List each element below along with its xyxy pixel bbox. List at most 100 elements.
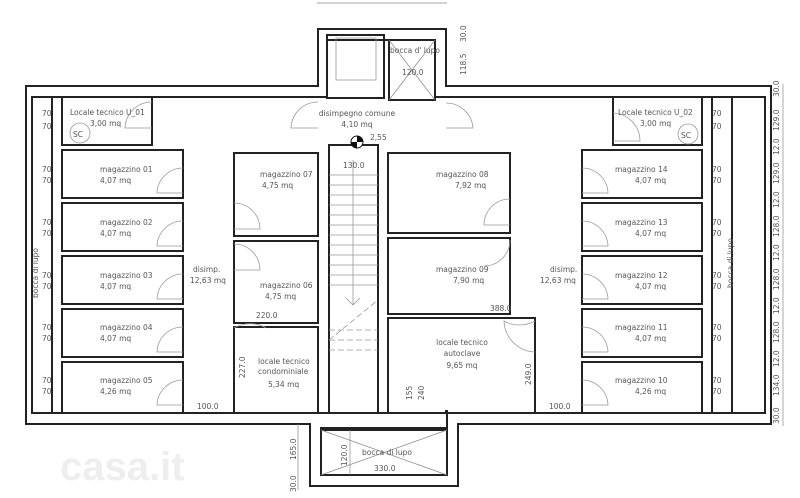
right-dimensions: 30.0 129.0 12.0 129.0 12.0 128.0 12.0 12… — [772, 80, 781, 424]
room-name: Locale tecnico U_01 — [70, 108, 145, 117]
room-locale-tecnico-u02 — [612, 96, 703, 146]
room-area: 4,75 mq — [262, 181, 293, 190]
bocca-top-label: bocca d' lupo — [390, 46, 440, 55]
room-magazzino-01 — [61, 149, 184, 199]
room-name: magazzino 12 — [615, 271, 668, 280]
room-name: magazzino 06 — [260, 281, 313, 290]
right-magazzini — [581, 149, 703, 414]
door-icon — [124, 101, 153, 129]
window-dim: 70 — [712, 229, 722, 238]
window-dim: 70 — [42, 334, 52, 343]
right-window-dims: 70 70 70 70 70 70 70 70 70 70 70 70 — [712, 109, 722, 396]
dim-right: 30.0 — [772, 407, 781, 424]
dim-top-b: 118.5 — [459, 53, 468, 75]
bocca-top-box — [388, 39, 436, 101]
sc-label: SC — [73, 130, 83, 139]
dim-corridor-left: 100.0 — [197, 402, 219, 411]
room-area: 12,63 mq — [190, 276, 226, 285]
room-magazzino-06 — [233, 240, 319, 324]
dim-right: 12.0 — [772, 138, 781, 155]
room-area: 4,07 mq — [635, 282, 666, 291]
room-name: magazzino 10 — [615, 376, 668, 385]
sc-label: SC — [681, 131, 691, 140]
bocca-right-label: bocca di lupo — [726, 238, 735, 288]
window-dim: 70 — [712, 387, 722, 396]
window-dim: 70 — [712, 282, 722, 291]
bocca-left-label: bocca di lupo — [31, 248, 40, 298]
window-dim: 70 — [42, 271, 52, 280]
dim-bottom-b: 30.0 — [289, 475, 298, 492]
window-dim: 70 — [712, 334, 722, 343]
room-name: magazzino 02 — [100, 218, 153, 227]
room-name: magazzino 03 — [100, 271, 153, 280]
room-area: 4,26 mq — [635, 387, 666, 396]
room-area: 4,10 mq — [341, 120, 372, 129]
stair-steps — [329, 160, 378, 306]
room-name: condominiale — [258, 367, 309, 376]
dim-right: 129.0 — [772, 162, 781, 184]
room-area: 3,00 mq — [640, 119, 671, 128]
room-locale-tecnico-condominiale — [233, 326, 319, 414]
room-area: 4,75 mq — [265, 292, 296, 301]
dim-right: 128.0 — [772, 215, 781, 237]
dim-top-a: 30.0 — [459, 25, 468, 42]
room-magazzino-10 — [581, 361, 703, 414]
room-name: magazzino 05 — [100, 376, 153, 385]
dim-cond-height: 227.0 — [238, 356, 247, 378]
dim-bottom-a: 165.0 — [289, 438, 298, 460]
room-name: magazzino 01 — [100, 165, 153, 174]
left-window-dims: 70 70 70 70 70 70 70 70 70 70 70 70 — [42, 109, 52, 396]
window-dim: 70 — [42, 176, 52, 185]
room-area: 5,34 mq — [268, 380, 299, 389]
room-area: 7,90 mq — [453, 276, 484, 285]
window-dim: 70 — [712, 109, 722, 118]
dim-right: 12.0 — [772, 350, 781, 367]
dim-auto-height: 249.0 — [524, 363, 533, 385]
room-area: 12,63 mq — [540, 276, 576, 285]
window-dim: 70 — [42, 165, 52, 174]
window-dim: 70 — [42, 122, 52, 131]
room-magazzino-14 — [581, 149, 703, 199]
window-dim: 70 — [712, 218, 722, 227]
bocca-top-dim: 120.0 — [402, 68, 424, 77]
window-dim: 70 — [42, 323, 52, 332]
dim-right: 12.0 — [772, 297, 781, 314]
window-dim: 70 — [42, 218, 52, 227]
bocca-bottom-cross — [320, 429, 448, 476]
room-name: autoclave — [444, 349, 481, 358]
door-icon — [233, 202, 267, 329]
door-icon — [483, 198, 536, 353]
dim-corridor-right: 100.0 — [549, 402, 571, 411]
dim-right: 12.0 — [772, 244, 781, 261]
window-dim: 70 — [42, 229, 52, 238]
dim-right: 129.0 — [772, 109, 781, 131]
room-magazzino-03 — [61, 255, 184, 305]
stair-cut-line — [328, 299, 379, 351]
dim-right: 128.0 — [772, 321, 781, 343]
window-dim: 70 — [712, 271, 722, 280]
bocca-top-cross — [388, 39, 436, 101]
dim-stairs: 130.0 — [343, 161, 365, 170]
room-name: disimp. — [550, 265, 577, 274]
room-area: 4,07 mq — [635, 229, 666, 238]
ceiling-height: 2,55 — [370, 133, 387, 142]
window-dim: 70 — [712, 323, 722, 332]
room-name: locale tecnico — [258, 357, 310, 366]
dim-right: 30.0 — [772, 80, 781, 97]
level-marker-icon — [350, 135, 364, 149]
room-name: locale tecnico — [436, 338, 488, 347]
room-name: magazzino 13 — [615, 218, 668, 227]
room-area: 4,07 mq — [100, 176, 131, 185]
room-magazzino-08 — [387, 152, 511, 234]
bocca-bottom-box — [320, 429, 448, 476]
room-name: magazzino 07 — [260, 170, 313, 179]
dim-right: 128.0 — [772, 268, 781, 290]
window-dim: 70 — [712, 376, 722, 385]
dim-m09-width: 388.0 — [490, 304, 512, 313]
room-locale-tecnico-autoclave — [387, 317, 536, 414]
door-icon — [581, 167, 609, 406]
lift-cabin — [335, 37, 377, 81]
door-icon — [290, 101, 474, 129]
room-magazzino-07 — [233, 152, 319, 237]
